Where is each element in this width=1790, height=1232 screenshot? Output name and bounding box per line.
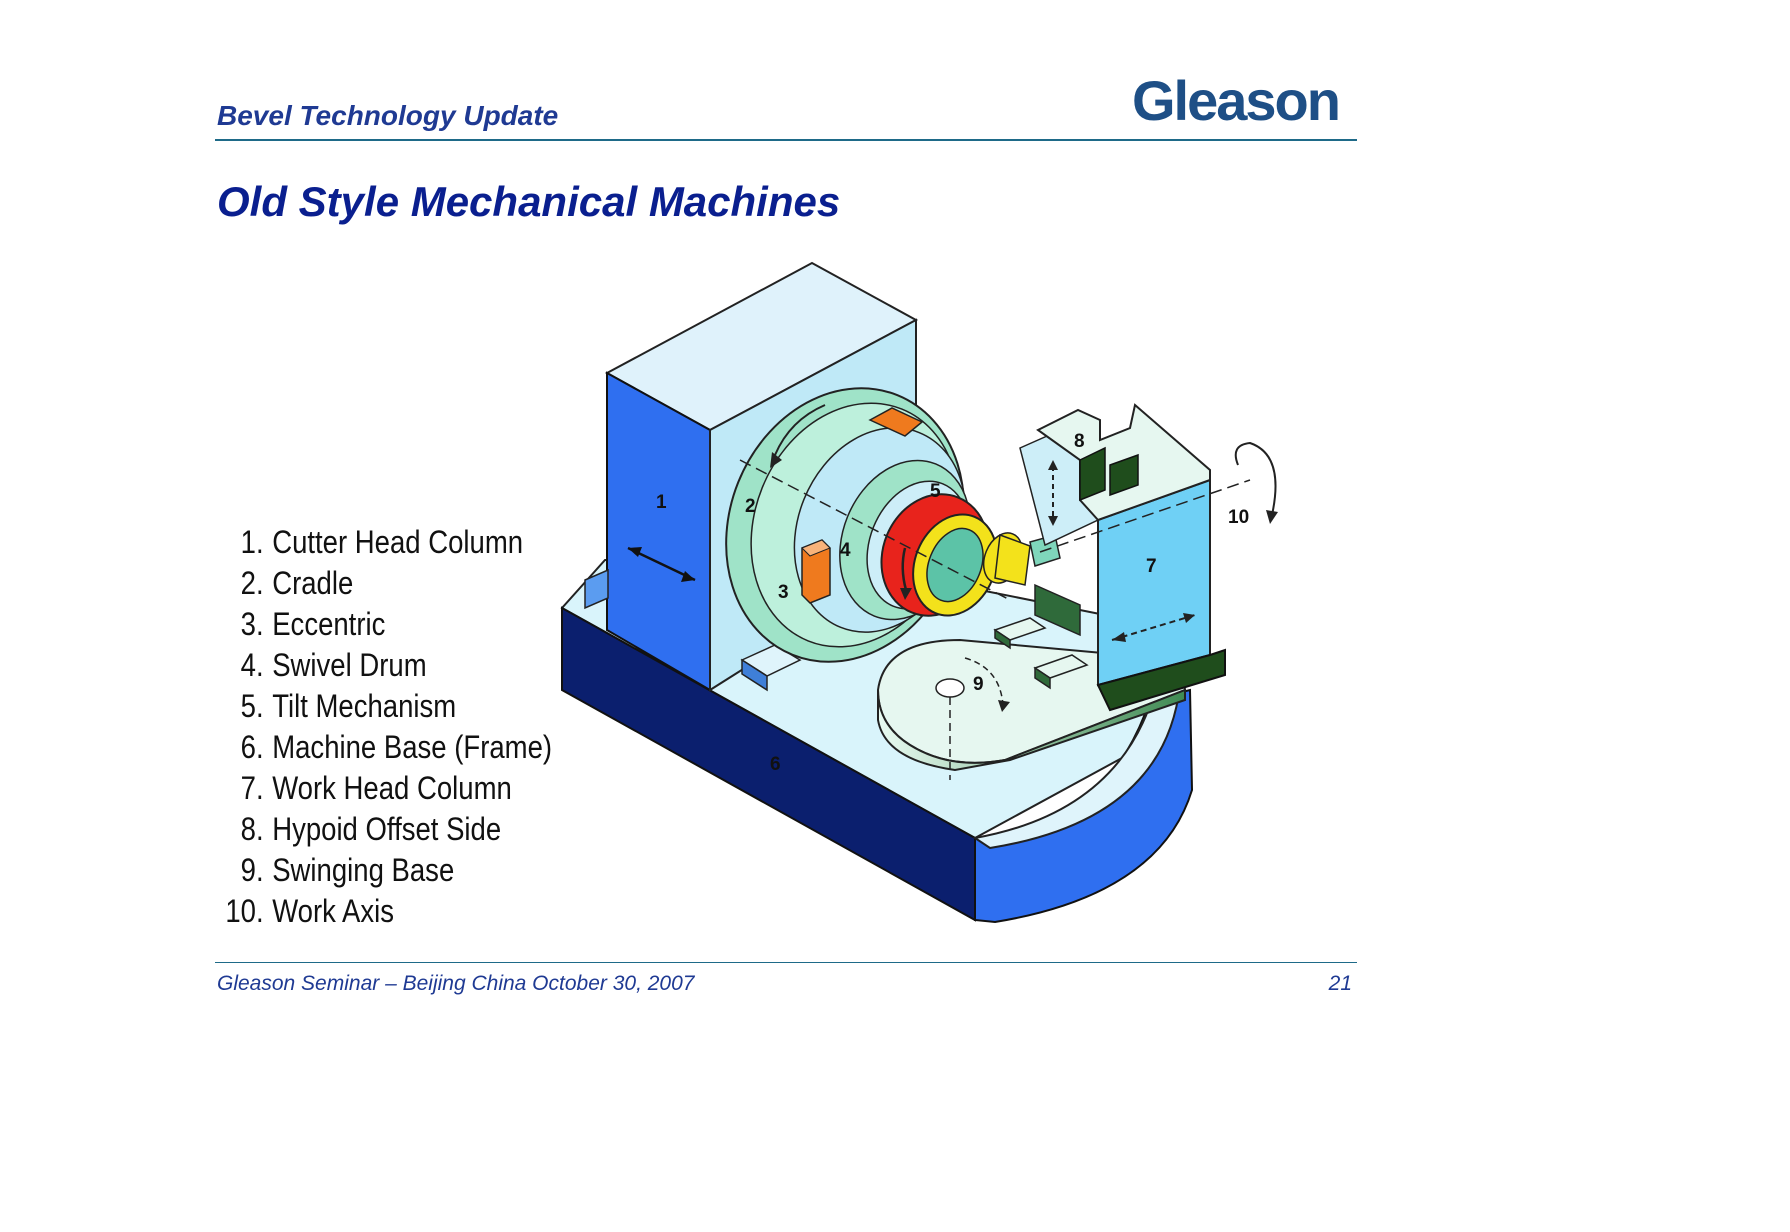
- legend-label: Swivel Drum: [272, 647, 427, 683]
- machine-diagram: 1 2 3 4 5 6 7 8 9 10: [560, 261, 1278, 924]
- legend-number: 7.: [240, 770, 264, 806]
- header-title: Bevel Technology Update: [217, 100, 559, 131]
- legend-item: 6.Machine Base (Frame): [212, 727, 552, 768]
- callout-8: 8: [1074, 431, 1085, 452]
- legend-number: 9.: [240, 852, 264, 888]
- work-head-column: [1019, 403, 1226, 712]
- legend-item: 2.Cradle: [212, 563, 552, 604]
- legend-item: 1.Cutter Head Column: [212, 522, 552, 563]
- callout-1: 1: [656, 492, 667, 513]
- legend-number: 6.: [240, 729, 264, 765]
- legend-number: 4.: [240, 647, 264, 683]
- footer-caption: Gleason Seminar – Beijing China October …: [217, 972, 695, 995]
- legend-item: 8.Hypoid Offset Side: [212, 809, 552, 850]
- legend-item: 3.Eccentric: [212, 604, 552, 645]
- legend-label: Tilt Mechanism: [272, 688, 457, 724]
- tilt-mechanism: [880, 493, 998, 617]
- callout-3: 3: [778, 582, 789, 603]
- legend-item: 5.Tilt Mechanism: [212, 686, 552, 727]
- gleason-logo: Gleason: [1132, 69, 1341, 132]
- callout-5: 5: [930, 481, 941, 502]
- legend-label: Cradle: [272, 565, 354, 601]
- callout-9: 9: [973, 674, 984, 695]
- legend-number: 10.: [225, 893, 264, 929]
- page-number: 21: [1328, 972, 1352, 995]
- legend-label: Swinging Base: [272, 852, 455, 888]
- callout-10: 10: [1228, 507, 1249, 528]
- legend-label: Work Head Column: [272, 770, 512, 806]
- legend-label: Work Axis: [272, 893, 395, 929]
- legend-label: Eccentric: [272, 606, 386, 642]
- legend-number: 1.: [240, 524, 264, 560]
- callout-2: 2: [745, 496, 756, 517]
- callout-4: 4: [840, 540, 851, 561]
- legend-item: 4.Swivel Drum: [212, 645, 552, 686]
- legend-number: 5.: [240, 688, 264, 724]
- slide-title: Old Style Mechanical Machines: [217, 178, 841, 225]
- legend-item: 9.Swinging Base: [212, 850, 552, 891]
- legend-label: Machine Base (Frame): [272, 729, 553, 765]
- footer-divider: [215, 962, 1357, 963]
- cutter-axis-line: [739, 459, 1011, 601]
- callout-6: 6: [770, 754, 781, 775]
- legend-number: 3.: [240, 606, 264, 642]
- header-divider: [215, 139, 1357, 141]
- component-legend: 1.Cutter Head Column 2.Cradle 3.Eccentri…: [212, 522, 552, 932]
- callout-7: 7: [1146, 556, 1157, 577]
- legend-number: 8.: [240, 811, 264, 847]
- legend-number: 2.: [240, 565, 264, 601]
- legend-item: 10.Work Axis: [212, 891, 552, 932]
- eccentric: [801, 539, 831, 604]
- legend-label: Cutter Head Column: [272, 524, 524, 560]
- work-axis-line: [1039, 479, 1251, 553]
- legend-item: 7.Work Head Column: [212, 768, 552, 809]
- work-axis-rotation-arrow: [1234, 441, 1277, 516]
- legend-label: Hypoid Offset Side: [272, 811, 502, 847]
